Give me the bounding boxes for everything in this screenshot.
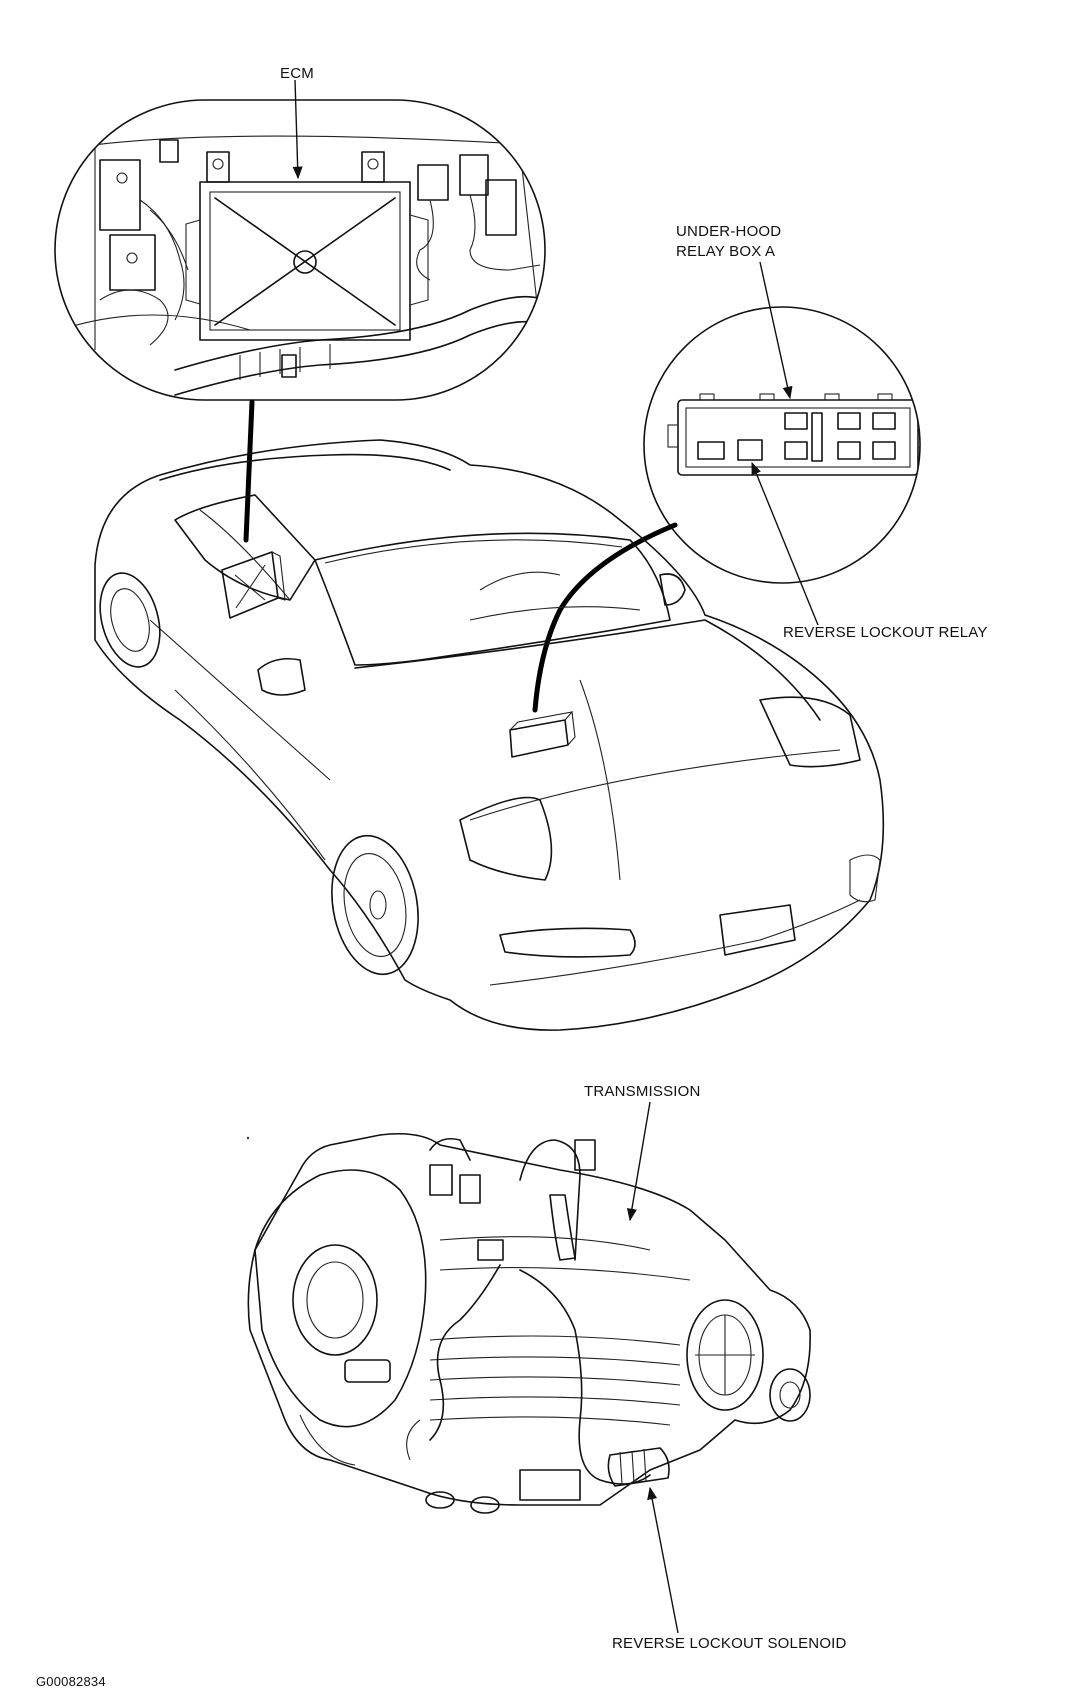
reverse-lockout-relay-label: REVERSE LOCKOUT RELAY — [783, 624, 988, 641]
transmission-leader — [626, 1101, 651, 1222]
transmission-illustration — [247, 1132, 811, 1514]
reverse-lockout-relay-socket — [737, 439, 763, 461]
ecm-leader — [292, 79, 303, 180]
ecm-label: ECM — [280, 65, 314, 82]
relay-box-label-line2: RELAY BOX A — [676, 243, 776, 260]
reverse-lockout-solenoid-label: REVERSE LOCKOUT SOLENOID — [612, 1635, 847, 1652]
ecm-callout-connector — [243, 399, 255, 543]
reverse-lockout-relay-leader — [751, 461, 819, 626]
ecm-detail-callout — [54, 99, 546, 401]
ecm-unit — [185, 151, 429, 341]
relay-callout-connector — [532, 522, 678, 713]
relay-box-leader — [759, 261, 793, 400]
reverse-lockout-solenoid-part — [607, 1447, 670, 1487]
relay-box-detail-callout — [643, 306, 921, 584]
reverse-lockout-solenoid-leader — [647, 1486, 679, 1634]
vehicle-illustration — [94, 439, 885, 1031]
relay-box-location-marker — [509, 711, 576, 758]
under-hood-relay-box — [667, 393, 920, 476]
transmission-label: TRANSMISSION — [584, 1083, 701, 1100]
ecm-location-marker — [221, 551, 286, 619]
rear-wheel — [99, 572, 161, 668]
figure-id-label: G00082834 — [36, 1674, 106, 1689]
output-flange — [686, 1299, 811, 1422]
relay-box-label-line1: UNDER-HOOD — [676, 223, 782, 240]
front-wheel — [331, 834, 419, 976]
